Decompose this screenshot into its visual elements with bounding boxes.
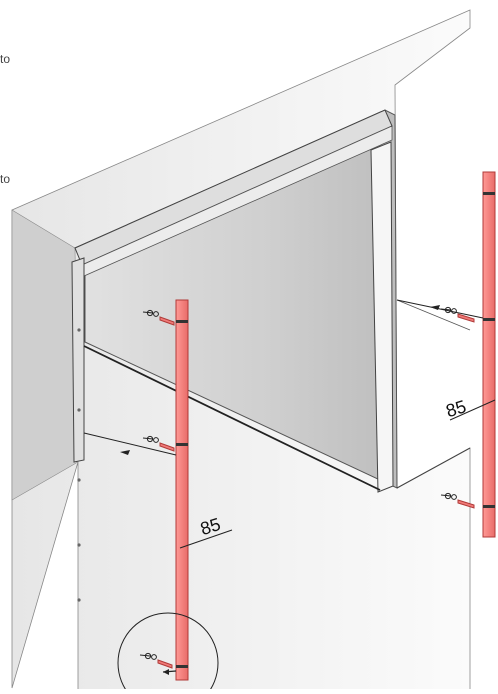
anchor-screw-left-mid bbox=[142, 435, 175, 452]
jamb-screws bbox=[77, 328, 81, 602]
arrow-right-wall bbox=[396, 299, 484, 319]
wall-side-edge bbox=[396, 299, 471, 331]
anchor-screw-left-top bbox=[142, 309, 175, 326]
wall-left-face bbox=[11, 209, 79, 501]
rail-right bbox=[482, 171, 496, 538]
rail-brackets bbox=[176, 192, 495, 668]
arrow-left-wall bbox=[83, 432, 177, 456]
cropped-label-top: to bbox=[0, 52, 11, 66]
cropped-label-middle: to bbox=[0, 172, 11, 186]
detail-magnifier-circle bbox=[117, 612, 219, 694]
dimension-right-value: 85 bbox=[444, 396, 469, 421]
left-jamb bbox=[71, 257, 85, 463]
rail-left bbox=[175, 299, 189, 681]
anchor-screw-left-bottom bbox=[139, 652, 177, 675]
right-jamb bbox=[370, 141, 394, 493]
floor-line bbox=[83, 345, 381, 491]
anchor-screw-right-bottom bbox=[440, 492, 475, 509]
wall-floor-edge bbox=[396, 447, 471, 489]
